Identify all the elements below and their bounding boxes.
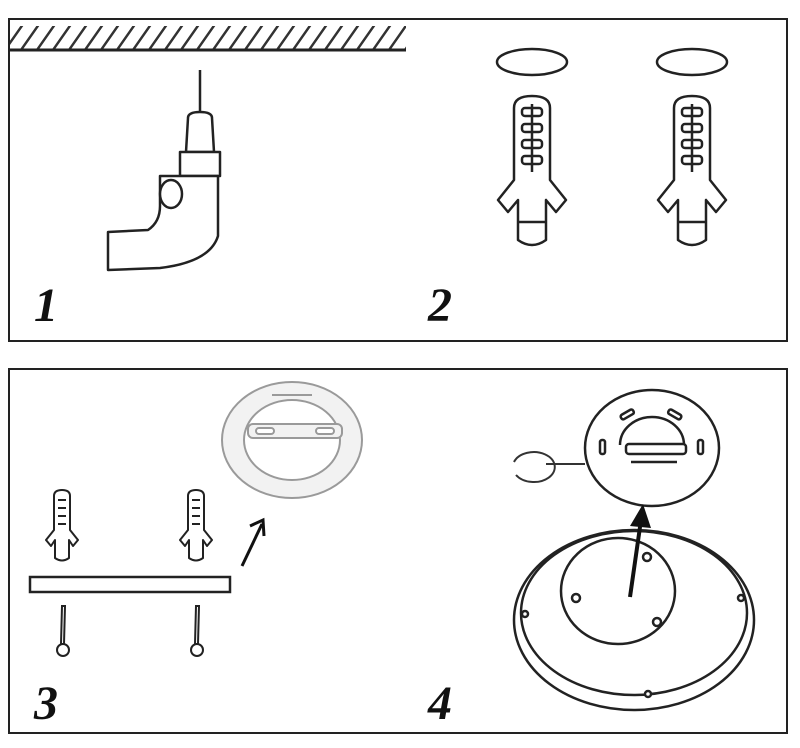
arrow-icon [628,504,651,598]
arrow-icon [240,517,266,567]
clip-ring-icon [513,451,585,483]
wall-plug-icon [496,94,728,247]
step-number: 1 [34,279,58,332]
step-number: 2 [428,279,452,332]
screw-icon [56,605,204,657]
lamp-body-icon [512,528,756,712]
ceiling-hatch [10,26,406,52]
wall-plug-icon [45,489,213,562]
step-number: 3 [34,677,58,730]
mounting-plate-icon [583,388,721,508]
drill-icon [106,70,222,272]
mounting-plate-icon [221,381,363,499]
step-panel-top [8,18,788,342]
step-number: 4 [428,677,452,730]
mounting-bar-icon [28,575,232,594]
washer-ring-icon [495,47,729,77]
